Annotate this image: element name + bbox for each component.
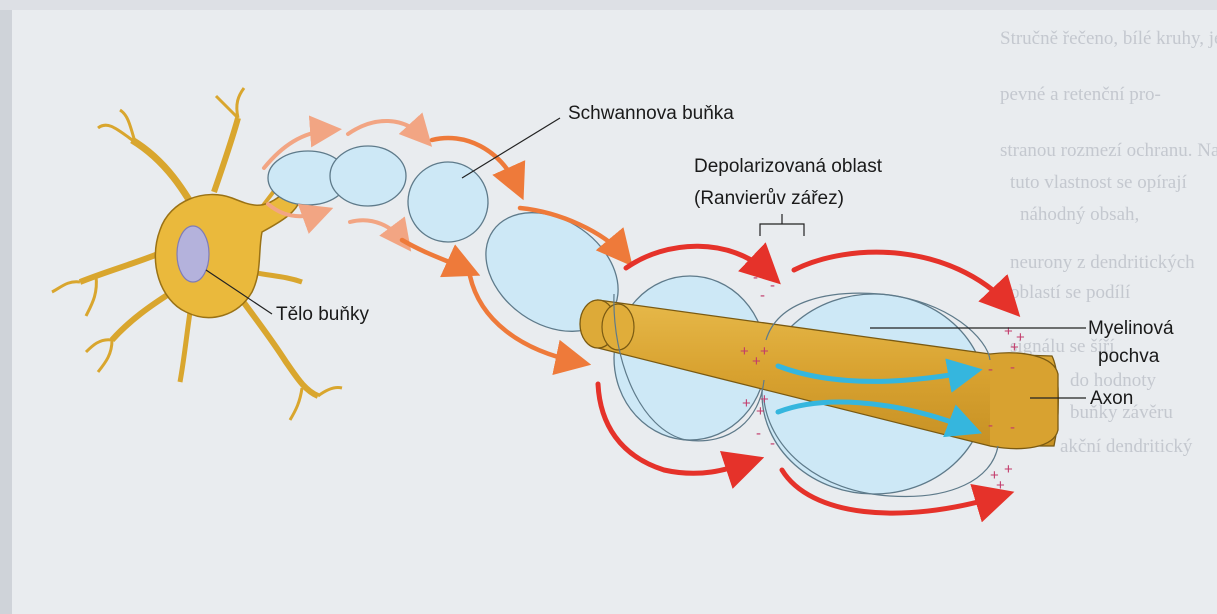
page-top-edge	[0, 0, 1217, 10]
nucleus	[177, 226, 209, 282]
minus-sign: -	[756, 425, 761, 442]
label-depolarized-region: Depolarizovaná oblast	[694, 156, 883, 177]
label-schwann-cell: Schwannova buňka	[568, 103, 734, 124]
plus-sign: +	[760, 343, 769, 360]
minus-sign: -	[753, 269, 758, 286]
label-axon: Axon	[1090, 388, 1133, 409]
minus-sign: -	[770, 277, 775, 294]
plus-sign: +	[760, 391, 769, 408]
minus-sign: -	[760, 287, 765, 304]
plus-sign: +	[742, 395, 751, 412]
background-text-line: tuto vlastnost se opírají	[1010, 172, 1188, 193]
background-text-line: pevné a retenční pro-	[1000, 84, 1161, 105]
background-text-line: oblastí se podílí	[1010, 282, 1131, 303]
plus-sign: +	[1004, 461, 1013, 478]
minus-sign: -	[770, 435, 775, 452]
minus-sign: -	[1010, 359, 1015, 376]
label-myelin-sheath: Myelinová	[1088, 318, 1174, 339]
label-ranvier-node: (Ranvierův zářez)	[694, 188, 844, 209]
plus-sign: +	[1010, 339, 1019, 356]
background-text-line: akční dendritický	[1060, 436, 1193, 457]
background-text-line: neurony z dendritických	[1010, 252, 1195, 273]
plus-sign: +	[740, 343, 749, 360]
minus-sign: -	[988, 417, 993, 434]
plus-sign: +	[996, 477, 1005, 494]
label-cell-body: Tělo buňky	[276, 304, 369, 325]
page-edge	[0, 0, 12, 614]
label-myelin-sheath-2: pochva	[1098, 346, 1160, 367]
background-text-line: stranou rozmezí ochranu. Na	[1000, 140, 1217, 161]
background-text-line: náhodný obsah,	[1020, 204, 1139, 225]
plus-sign: +	[1004, 323, 1013, 340]
minus-sign: -	[1010, 419, 1015, 436]
minus-sign: -	[988, 361, 993, 378]
background-text-line: Stručně řečeno, bílé kruhy, je	[1000, 28, 1217, 49]
